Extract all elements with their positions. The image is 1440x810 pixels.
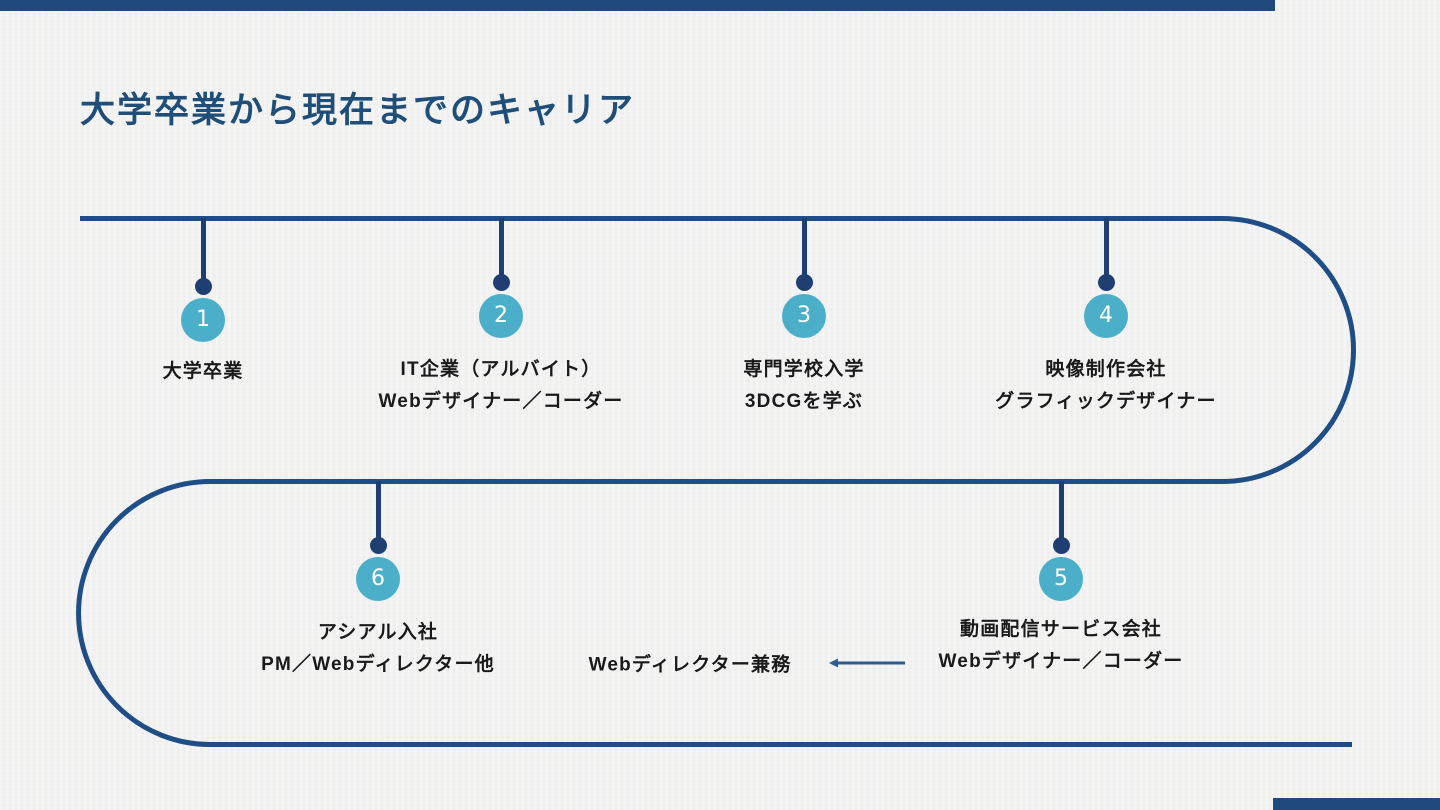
node-label-secondary: PM／Webディレクター他 <box>261 654 495 675</box>
node-dot <box>492 274 510 291</box>
page-title: 大学卒業から現在までのキャリア <box>80 91 636 130</box>
node-label-secondary: グラフィックデザイナー <box>995 391 1217 412</box>
node-number-badge: 2 <box>479 294 523 338</box>
node-stem <box>801 218 807 276</box>
node-label-primary: アシアル入社 <box>317 622 439 643</box>
node-label-primary: 大学卒業 <box>162 361 244 382</box>
node-label-group: アシアル入社 PM／Webディレクター他 <box>261 617 495 681</box>
node-number-badge: 5 <box>1039 557 1083 601</box>
node-label-primary: 専門学校入学 <box>743 359 865 380</box>
annotation-label: Webディレクター兼務 <box>588 654 792 676</box>
node-number-badge: 3 <box>782 294 826 338</box>
node-label-group: IT企業（アルバイト） Webデザイナー／コーダー <box>379 354 624 418</box>
node-stem <box>200 218 206 280</box>
node-label-group: 動画配信サービス会社 Webデザイナー／コーダー <box>939 614 1184 678</box>
node-label-group: 映像制作会社 グラフィックデザイナー <box>995 354 1216 418</box>
node-number-badge: 1 <box>181 298 225 342</box>
node-stem <box>1103 218 1109 276</box>
node-dot <box>795 274 813 291</box>
node-label-primary: 映像制作会社 <box>1045 359 1167 380</box>
node-label-primary: IT企業（アルバイト） <box>400 359 602 380</box>
node-label-secondary: 3DCGを学ぶ <box>744 391 864 412</box>
node-number-badge: 6 <box>356 557 400 601</box>
node-dot <box>194 278 212 295</box>
node-dot <box>1052 537 1070 554</box>
node-label-secondary: Webデザイナー／コーダー <box>938 651 1184 672</box>
node-label-primary: 動画配信サービス会社 <box>959 619 1163 640</box>
node-number-badge: 4 <box>1084 294 1128 338</box>
top-accent-bar <box>0 0 1275 11</box>
node-dot <box>369 537 387 554</box>
node-stem <box>1058 481 1064 539</box>
node-dot <box>1097 274 1115 291</box>
annotation-arrow-left-icon <box>829 658 905 668</box>
node-label-group: 大学卒業 <box>163 356 244 388</box>
node-stem <box>498 218 504 276</box>
node-label-group: 専門学校入学 3DCGを学ぶ <box>743 354 864 418</box>
node-stem <box>375 481 381 539</box>
node-label-secondary: Webデザイナー／コーダー <box>378 391 624 412</box>
bottom-accent-bar <box>1273 798 1440 810</box>
